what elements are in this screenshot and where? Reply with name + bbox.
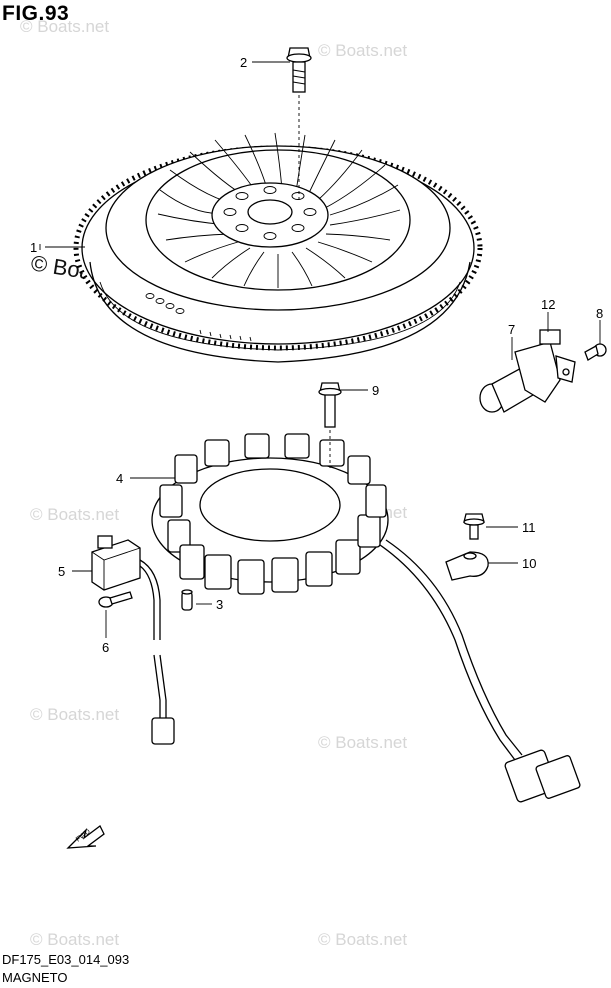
callout-5: 5 <box>58 564 65 579</box>
watermark: © Boats.net <box>318 733 407 752</box>
section-name: MAGNETO <box>2 970 68 985</box>
pulser-screw <box>98 591 133 608</box>
watermark: © Boats.net <box>318 41 407 60</box>
model-code: DF175_E03_014_093 <box>2 952 130 967</box>
callout-group: 2 1 4 5 6 3 7 12 8 9 11 10 <box>30 55 603 655</box>
flywheel <box>73 132 483 363</box>
watermark: © Boats.net <box>20 17 109 36</box>
callout-1: 1 <box>30 240 37 255</box>
callout-10: 10 <box>522 556 536 571</box>
pulser-coil <box>91 535 175 745</box>
harness-clamp <box>445 551 489 581</box>
figure-title: FIG.93 <box>2 2 70 25</box>
callout-2: 2 <box>240 55 247 70</box>
forward-arrow: FWD <box>66 825 105 849</box>
crank-position-sensor <box>479 329 576 413</box>
watermark: © Boats.net <box>30 705 119 724</box>
clamp-bolt <box>463 513 485 540</box>
stator-bolt <box>318 382 342 468</box>
watermark: © Boats.net <box>318 930 407 949</box>
callout-4: 4 <box>116 471 123 486</box>
leader-lines <box>39 61 601 638</box>
callout-9: 9 <box>372 383 379 398</box>
callout-12: 12 <box>541 297 555 312</box>
flywheel-bolt <box>286 47 312 200</box>
watermark: © Boats.net <box>30 930 119 949</box>
callout-7: 7 <box>508 322 515 337</box>
callout-8: 8 <box>596 306 603 321</box>
callout-6: 6 <box>102 640 109 655</box>
stator <box>151 433 581 803</box>
sensor-bolt <box>584 343 607 361</box>
callout-3: 3 <box>216 597 223 612</box>
watermark: © Boats.net <box>30 505 119 524</box>
callout-11: 11 <box>522 520 536 535</box>
dowel-pin <box>181 589 193 611</box>
